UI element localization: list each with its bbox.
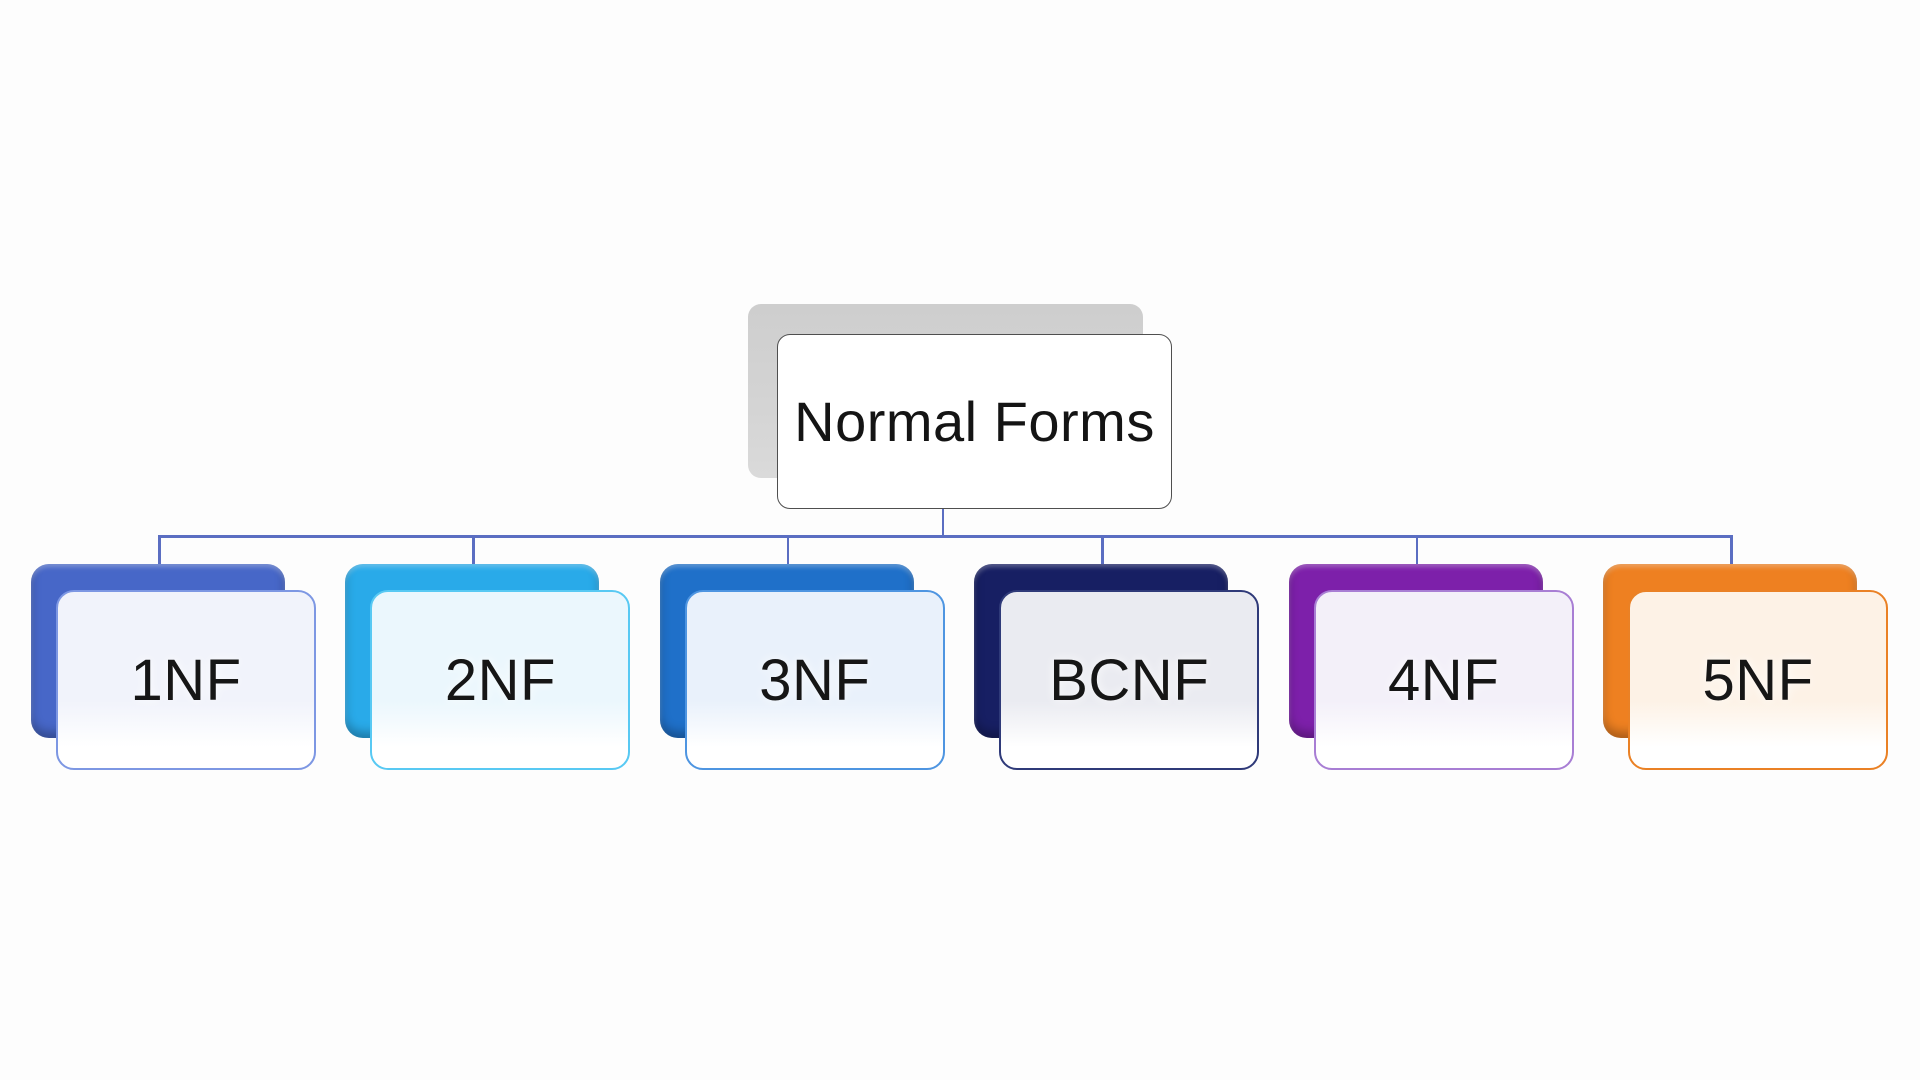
connector-hline (158, 535, 1733, 538)
node-normal-forms: Normal Forms (777, 334, 1172, 509)
node-bcnf: BCNF (999, 590, 1260, 770)
connector-vline (1730, 535, 1733, 564)
child-node-label: 5NF (1702, 647, 1814, 713)
node-4nf: 4NF (1313, 590, 1574, 770)
connector-vline (472, 535, 475, 564)
child-node-label: 4NF (1388, 647, 1500, 713)
root-node-label: Normal Forms (794, 390, 1155, 453)
connector-vline (1415, 535, 1419, 564)
connector-vline (158, 535, 161, 564)
child-node-label: 2NF (444, 647, 556, 713)
connector-vline (1101, 535, 1104, 564)
child-node-label: 3NF (759, 647, 871, 713)
child-node-label: 1NF (130, 647, 242, 713)
node-1nf: 1NF (56, 590, 316, 770)
node-2nf: 2NF (370, 590, 631, 770)
node-5nf: 5NF (1628, 590, 1888, 770)
connector-vline (941, 509, 944, 538)
node-3nf: 3NF (684, 590, 945, 770)
child-node-label: BCNF (1049, 647, 1210, 713)
connector-vline (786, 535, 790, 564)
